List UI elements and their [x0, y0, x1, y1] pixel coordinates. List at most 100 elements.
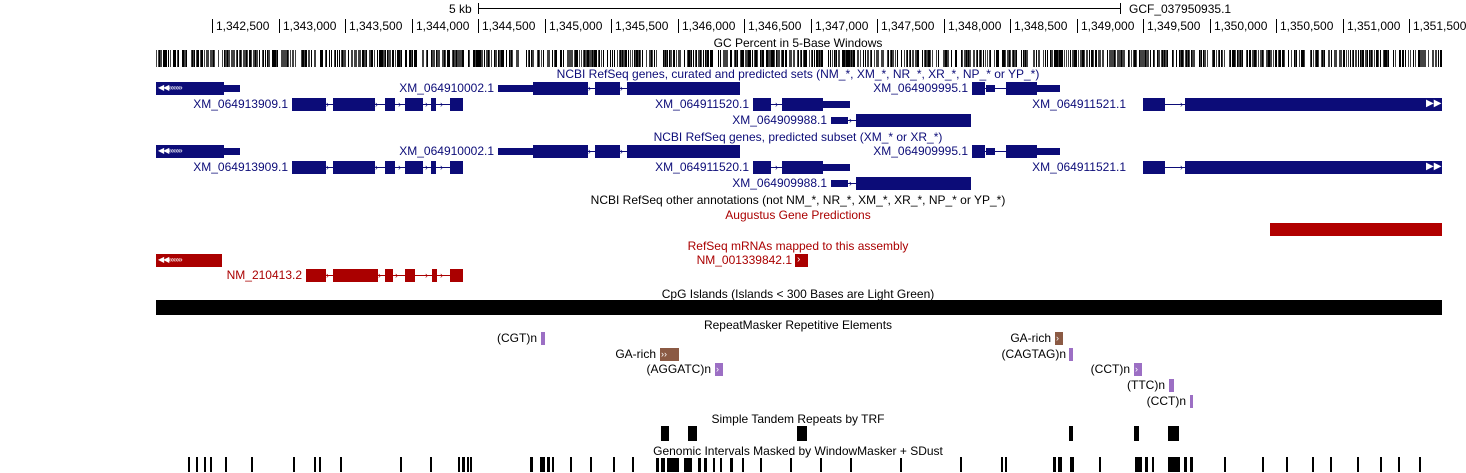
masked-interval[interactable]	[684, 457, 692, 472]
masked-interval[interactable]	[742, 457, 744, 472]
cpg-island-bar[interactable]	[156, 300, 1442, 315]
gene-label[interactable]: XM_064909988.1	[732, 176, 827, 190]
exon[interactable]	[533, 82, 588, 95]
exon[interactable]	[385, 98, 395, 111]
trf-repeat[interactable]	[1168, 426, 1179, 441]
masked-interval[interactable]	[1168, 457, 1180, 472]
masked-interval[interactable]	[1398, 457, 1400, 472]
masked-interval[interactable]	[210, 457, 212, 472]
exon[interactable]	[533, 145, 588, 158]
repeat-label[interactable]: (CAGTAG)n	[1001, 347, 1066, 361]
masked-interval[interactable]	[1330, 457, 1332, 472]
masked-interval[interactable]	[632, 457, 634, 472]
masked-interval[interactable]	[850, 457, 852, 472]
exon[interactable]	[1006, 82, 1037, 95]
masked-interval[interactable]	[613, 457, 615, 472]
exon[interactable]	[333, 98, 375, 111]
repeat-label[interactable]: (AGGATC)n	[646, 362, 711, 376]
masked-interval[interactable]	[196, 457, 198, 472]
exon[interactable]	[782, 98, 823, 111]
exon[interactable]	[1185, 161, 1442, 174]
masked-interval[interactable]	[225, 457, 227, 472]
masked-interval[interactable]	[462, 457, 465, 472]
masked-interval[interactable]	[1380, 457, 1382, 472]
cpg-track-title[interactable]: CpG Islands (Islands < 300 Bases are Lig…	[661, 287, 935, 301]
repeat-block[interactable]	[660, 348, 679, 361]
repeat-block[interactable]	[1190, 395, 1193, 408]
gc-percent-wiggle[interactable]	[156, 50, 1442, 67]
trf-repeat[interactable]	[688, 426, 697, 441]
masked-interval[interactable]	[552, 457, 554, 472]
exon[interactable]	[627, 145, 740, 158]
exon[interactable]	[405, 98, 423, 111]
masked-interval[interactable]	[1058, 457, 1062, 472]
exon[interactable]	[986, 85, 995, 92]
exon[interactable]	[1037, 85, 1060, 92]
refseq-mrna-track-title[interactable]: RefSeq mRNAs mapped to this assembly	[687, 239, 909, 253]
exon[interactable]	[1143, 98, 1165, 111]
gene-label[interactable]: NM_210413.2	[226, 268, 302, 282]
masked-interval[interactable]	[1005, 457, 1007, 472]
exon[interactable]	[333, 269, 378, 282]
masked-interval[interactable]	[1357, 457, 1359, 472]
masked-interval[interactable]	[314, 457, 316, 472]
repeat-block[interactable]	[1169, 379, 1174, 392]
gene-label[interactable]: XM_064909995.1	[873, 144, 968, 158]
exon[interactable]	[292, 98, 326, 111]
masked-interval[interactable]	[661, 457, 665, 472]
exon[interactable]	[753, 98, 771, 111]
gene-label[interactable]: XM_064913909.1	[193, 97, 288, 111]
masked-interval[interactable]	[547, 457, 550, 472]
exon[interactable]	[450, 161, 463, 174]
exon[interactable]	[595, 145, 620, 158]
exon[interactable]	[385, 269, 393, 282]
truncated-gene-start[interactable]	[156, 145, 224, 158]
trf-repeat[interactable]	[1134, 426, 1139, 441]
exon[interactable]	[795, 254, 808, 267]
exon[interactable]	[1006, 145, 1037, 158]
masked-interval[interactable]	[1135, 457, 1142, 472]
masked-interval[interactable]	[656, 457, 659, 472]
masked-interval[interactable]	[820, 457, 822, 472]
exon[interactable]	[1143, 161, 1165, 174]
masked-interval[interactable]	[720, 457, 722, 472]
exon[interactable]	[498, 85, 533, 92]
repeat-label[interactable]: GA-rich	[1010, 331, 1051, 345]
gene-label[interactable]: XM_064911521.1	[1032, 97, 1126, 111]
augustus-track-title[interactable]: Augustus Gene Predictions	[725, 208, 871, 222]
trf-track-title[interactable]: Simple Tandem Repeats by TRF	[711, 412, 885, 426]
exon[interactable]	[856, 114, 971, 127]
gene-label[interactable]: XM_064913909.1	[193, 160, 288, 174]
exon[interactable]	[431, 98, 436, 111]
masked-interval[interactable]	[530, 457, 533, 472]
exon[interactable]	[306, 269, 326, 282]
masked-interval[interactable]	[590, 457, 592, 472]
augustus-gene-prediction[interactable]	[1270, 223, 1442, 236]
exon[interactable]	[405, 269, 415, 282]
masked-interval[interactable]	[698, 457, 701, 472]
truncated-gene-start[interactable]	[156, 82, 224, 95]
masked-interval[interactable]	[1145, 457, 1148, 472]
masked-interval[interactable]	[1312, 457, 1314, 472]
masked-interval[interactable]	[1262, 457, 1264, 472]
masked-interval[interactable]	[319, 457, 321, 472]
gc-percent-track-title[interactable]: GC Percent in 5-Base Windows	[713, 36, 883, 50]
exon[interactable]	[753, 161, 771, 174]
exon[interactable]	[972, 82, 985, 95]
masked-interval[interactable]	[251, 457, 253, 472]
repeat-label[interactable]: (TTC)n	[1127, 378, 1165, 392]
exon[interactable]	[831, 117, 848, 124]
trf-repeat[interactable]	[797, 426, 807, 441]
exon[interactable]	[385, 161, 395, 174]
windowmasker-track-title[interactable]: Genomic Intervals Masked by WindowMasker…	[651, 444, 945, 458]
exon[interactable]	[450, 269, 463, 282]
masked-interval[interactable]	[1070, 457, 1074, 472]
repeatmasker-track-title[interactable]: RepeatMasker Repetitive Elements	[703, 318, 893, 332]
repeat-label[interactable]: (CGT)n	[497, 331, 537, 345]
masked-interval[interactable]	[1286, 457, 1288, 472]
masked-interval[interactable]	[1152, 457, 1154, 472]
repeat-label[interactable]: GA-rich	[615, 347, 656, 361]
exon[interactable]	[432, 269, 437, 282]
exon[interactable]	[823, 101, 850, 108]
